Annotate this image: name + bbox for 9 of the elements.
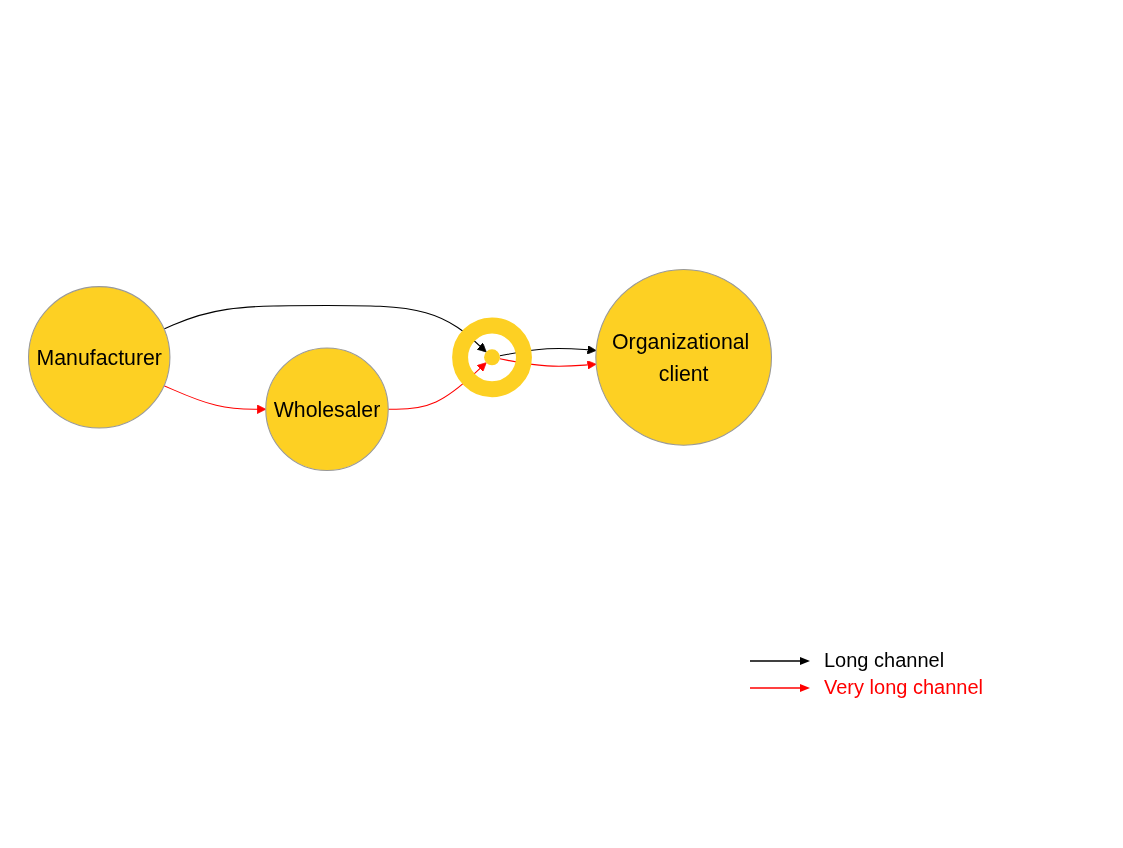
arrow [499,345,597,357]
node-circle: Manufacturer [28,286,171,429]
arrow [163,304,487,353]
node-circle [452,317,532,398]
legend-text: Very long channel [824,676,983,699]
arrow [499,358,597,370]
node-circle: Organizational client [595,269,772,446]
legend-text: Long channel [824,649,945,672]
node-circle: Wholesaler [265,347,389,471]
